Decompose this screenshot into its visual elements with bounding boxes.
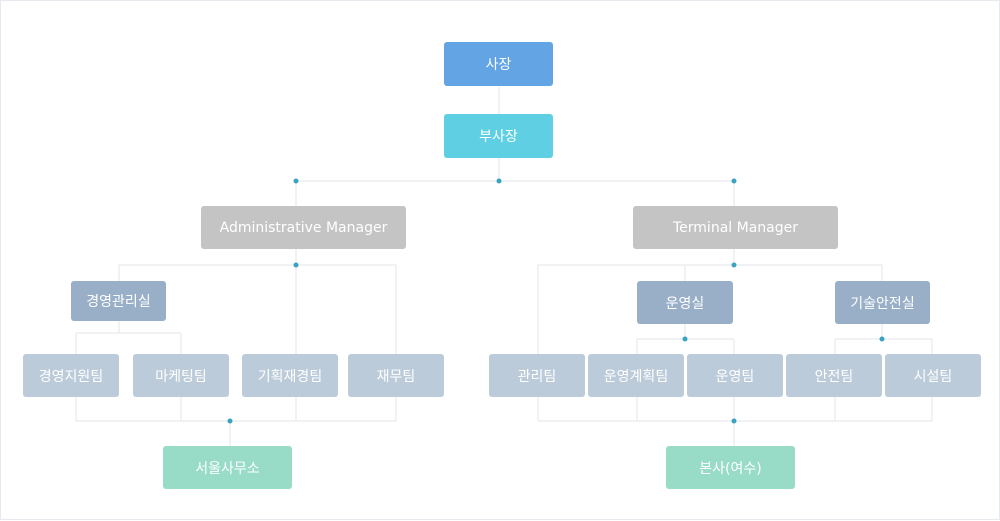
node-team-management: 관리팀 (489, 354, 585, 397)
node-seoul-office-label: 서울사무소 (195, 460, 260, 477)
node-admin-manager-label: Administrative Manager (219, 219, 388, 236)
node-tech-safety-office: 기술안전실 (835, 281, 930, 324)
node-vice-president-label: 부사장 (479, 129, 518, 145)
node-terminal-manager-label: Terminal Manager (673, 219, 798, 236)
junction-dot (496, 178, 502, 184)
node-tech-safety-office-label: 기술안전실 (850, 295, 915, 312)
node-team-finance: 재무팀 (348, 354, 444, 397)
node-team-facilities: 시설팀 (885, 354, 981, 397)
junction-dot (731, 262, 737, 268)
node-team-operations-label: 운영팀 (715, 368, 755, 385)
node-team-planning-finance: 기획재경팀 (242, 354, 338, 397)
node-headquarters-label: 본사(여수) (699, 460, 762, 477)
node-team-mgmt-support: 경영지원팀 (23, 354, 119, 397)
node-seoul-office: 서울사무소 (163, 446, 292, 489)
junction-dot (879, 336, 885, 342)
junction-dot (227, 418, 233, 424)
junction-dot (682, 336, 688, 342)
node-team-marketing-label: 마케팅팀 (155, 368, 207, 385)
node-team-safety: 안전팀 (786, 354, 882, 397)
node-team-ops-planning-label: 운영계획팀 (603, 368, 669, 385)
node-mgmt-office: 경영관리실 (71, 281, 166, 321)
node-team-mgmt-support-label: 경영지원팀 (38, 368, 104, 385)
node-admin-manager: Administrative Manager (201, 206, 406, 249)
node-vice-president: 부사장 (444, 114, 553, 158)
node-team-planning-finance-label: 기획재경팀 (257, 368, 323, 385)
junction-dot (731, 178, 737, 184)
node-team-marketing: 마케팅팀 (133, 354, 229, 397)
node-team-operations: 운영팀 (687, 354, 783, 397)
node-mgmt-office-label: 경영관리실 (86, 294, 151, 310)
node-ceo: 사장 (444, 42, 553, 86)
junction-dot (731, 418, 737, 424)
node-team-finance-label: 재무팀 (376, 368, 416, 385)
node-ceo-label: 사장 (485, 57, 512, 73)
node-team-management-label: 관리팀 (517, 368, 557, 385)
node-terminal-manager: Terminal Manager (633, 206, 838, 249)
junction-dot (293, 262, 299, 268)
node-team-facilities-label: 시설팀 (913, 368, 953, 385)
node-operations-office: 운영실 (637, 281, 733, 324)
junction-dot (293, 178, 299, 184)
node-team-safety-label: 안전팀 (814, 368, 854, 385)
node-team-ops-planning: 운영계획팀 (588, 354, 684, 397)
node-operations-office-label: 운영실 (665, 295, 705, 312)
node-headquarters: 본사(여수) (666, 446, 795, 489)
